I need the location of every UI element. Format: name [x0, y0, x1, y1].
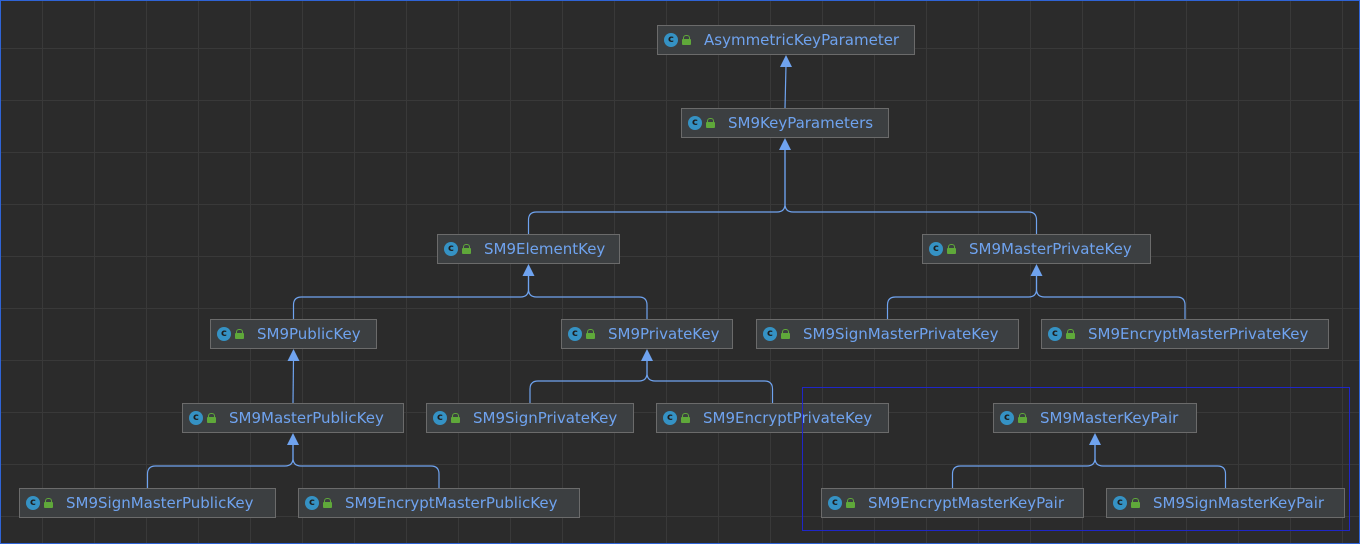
class-node-asymmetric[interactable]: c AsymmetricKeyParameter	[657, 25, 915, 55]
class-name-label: SM9PrivateKey	[608, 325, 720, 343]
class-node-encryptprivate[interactable]: c SM9EncryptPrivateKey	[656, 403, 889, 433]
unlock-icon	[207, 413, 217, 423]
class-name-label: SM9SignPrivateKey	[473, 409, 618, 427]
class-node-signmasterkeypair[interactable]: c SM9SignMasterKeyPair	[1106, 488, 1345, 518]
unlock-icon	[1018, 413, 1028, 423]
class-icon: c	[929, 242, 943, 256]
unlock-icon	[235, 329, 245, 339]
edge-sm9keyparams-to-asymmetric	[784, 64, 787, 109]
inheritance-arrowhead-sm9keyparams	[779, 138, 791, 150]
unlock-icon	[323, 498, 333, 508]
class-node-signmasterpublic[interactable]: c SM9SignMasterPublicKey	[19, 488, 276, 518]
inheritance-arrowhead-element	[522, 264, 535, 276]
unlock-icon	[947, 244, 957, 254]
class-node-private[interactable]: c SM9PrivateKey	[561, 319, 733, 349]
class-icon: c	[1000, 411, 1014, 425]
class-icon: c	[664, 33, 678, 47]
class-name-label: SM9SignMasterKeyPair	[1153, 494, 1325, 512]
edge-encryptmasterpublic-to-masterpublic	[292, 443, 440, 488]
unlock-icon	[44, 498, 54, 508]
class-icon: c	[217, 327, 231, 341]
unlock-icon	[1066, 329, 1076, 339]
class-node-masterprivate[interactable]: c SM9MasterPrivateKey	[922, 234, 1151, 264]
class-icon: c	[305, 496, 319, 510]
inheritance-arrowhead-asymmetric	[780, 55, 792, 67]
inheritance-arrowhead-private	[641, 349, 653, 361]
edge-encryptmasterprivate-to-masterprivate	[1035, 274, 1186, 319]
edge-signmasterkeypair-to-masterkeypair	[1094, 443, 1227, 488]
edge-private-to-element	[527, 274, 648, 319]
unlock-icon	[1131, 498, 1141, 508]
inheritance-arrowhead-masterpublic	[287, 433, 299, 445]
unlock-icon	[846, 498, 856, 508]
edge-public-to-element	[292, 274, 530, 319]
class-name-label: AsymmetricKeyParameter	[704, 31, 900, 49]
class-name-label: SM9SignMasterPrivateKey	[803, 325, 999, 343]
unlock-icon	[681, 413, 691, 423]
class-name-label: SM9MasterKeyPair	[1040, 409, 1179, 427]
unlock-icon	[682, 35, 692, 45]
edge-masterprivate-to-sm9keyparams	[784, 148, 1038, 234]
edge-encryptprivate-to-private	[646, 359, 774, 403]
unlock-icon	[462, 244, 472, 254]
class-icon: c	[763, 327, 777, 341]
class-icon: c	[189, 411, 203, 425]
class-icon: c	[828, 496, 842, 510]
class-node-public[interactable]: c SM9PublicKey	[210, 319, 377, 349]
inheritance-arrowhead-masterprivate	[1030, 264, 1043, 276]
class-name-label: SM9EncryptMasterKeyPair	[868, 494, 1065, 512]
class-name-label: SM9EncryptMasterPrivateKey	[1088, 325, 1309, 343]
class-icon: c	[26, 496, 40, 510]
class-icon: c	[1048, 327, 1062, 341]
unlock-icon	[451, 413, 461, 423]
class-name-label: SM9EncryptPrivateKey	[703, 409, 873, 427]
class-name-label: SM9PublicKey	[257, 325, 361, 343]
edge-masterpublic-to-public	[292, 358, 295, 404]
class-node-signmasterprivate[interactable]: c SM9SignMasterPrivateKey	[756, 319, 1019, 349]
class-icon: c	[444, 242, 458, 256]
unlock-icon	[706, 118, 716, 128]
class-node-encryptmasterpublic[interactable]: c SM9EncryptMasterPublicKey	[298, 488, 580, 518]
class-icon: c	[688, 116, 702, 130]
unlock-icon	[781, 329, 791, 339]
class-name-label: SM9SignMasterPublicKey	[66, 494, 254, 512]
class-node-masterkeypair[interactable]: c SM9MasterKeyPair	[993, 403, 1197, 433]
edge-signmasterprivate-to-masterprivate	[886, 274, 1038, 319]
edge-signmasterpublic-to-masterpublic	[146, 443, 294, 488]
class-icon: c	[1113, 496, 1127, 510]
unlock-icon	[586, 329, 596, 339]
edge-element-to-sm9keyparams	[527, 148, 786, 234]
class-name-label: SM9EncryptMasterPublicKey	[345, 494, 558, 512]
class-icon: c	[663, 411, 677, 425]
edge-encryptmasterkeypair-to-masterkeypair	[951, 443, 1096, 488]
class-node-element[interactable]: c SM9ElementKey	[437, 234, 620, 264]
edge-signprivate-to-private	[529, 359, 648, 403]
class-name-label: SM9MasterPublicKey	[229, 409, 384, 427]
class-node-encryptmasterprivate[interactable]: c SM9EncryptMasterPrivateKey	[1041, 319, 1329, 349]
inheritance-arrowhead-public	[287, 349, 300, 361]
class-icon: c	[433, 411, 447, 425]
class-node-encryptmasterkeypair[interactable]: c SM9EncryptMasterKeyPair	[821, 488, 1084, 518]
class-node-sm9keyparams[interactable]: c SM9KeyParameters	[681, 108, 889, 138]
class-node-masterpublic[interactable]: c SM9MasterPublicKey	[182, 403, 404, 433]
class-name-label: SM9MasterPrivateKey	[969, 240, 1132, 258]
class-icon: c	[568, 327, 582, 341]
inheritance-arrowhead-masterkeypair	[1089, 433, 1101, 445]
class-name-label: SM9ElementKey	[484, 240, 606, 258]
class-node-signprivate[interactable]: c SM9SignPrivateKey	[426, 403, 634, 433]
class-name-label: SM9KeyParameters	[728, 114, 874, 132]
